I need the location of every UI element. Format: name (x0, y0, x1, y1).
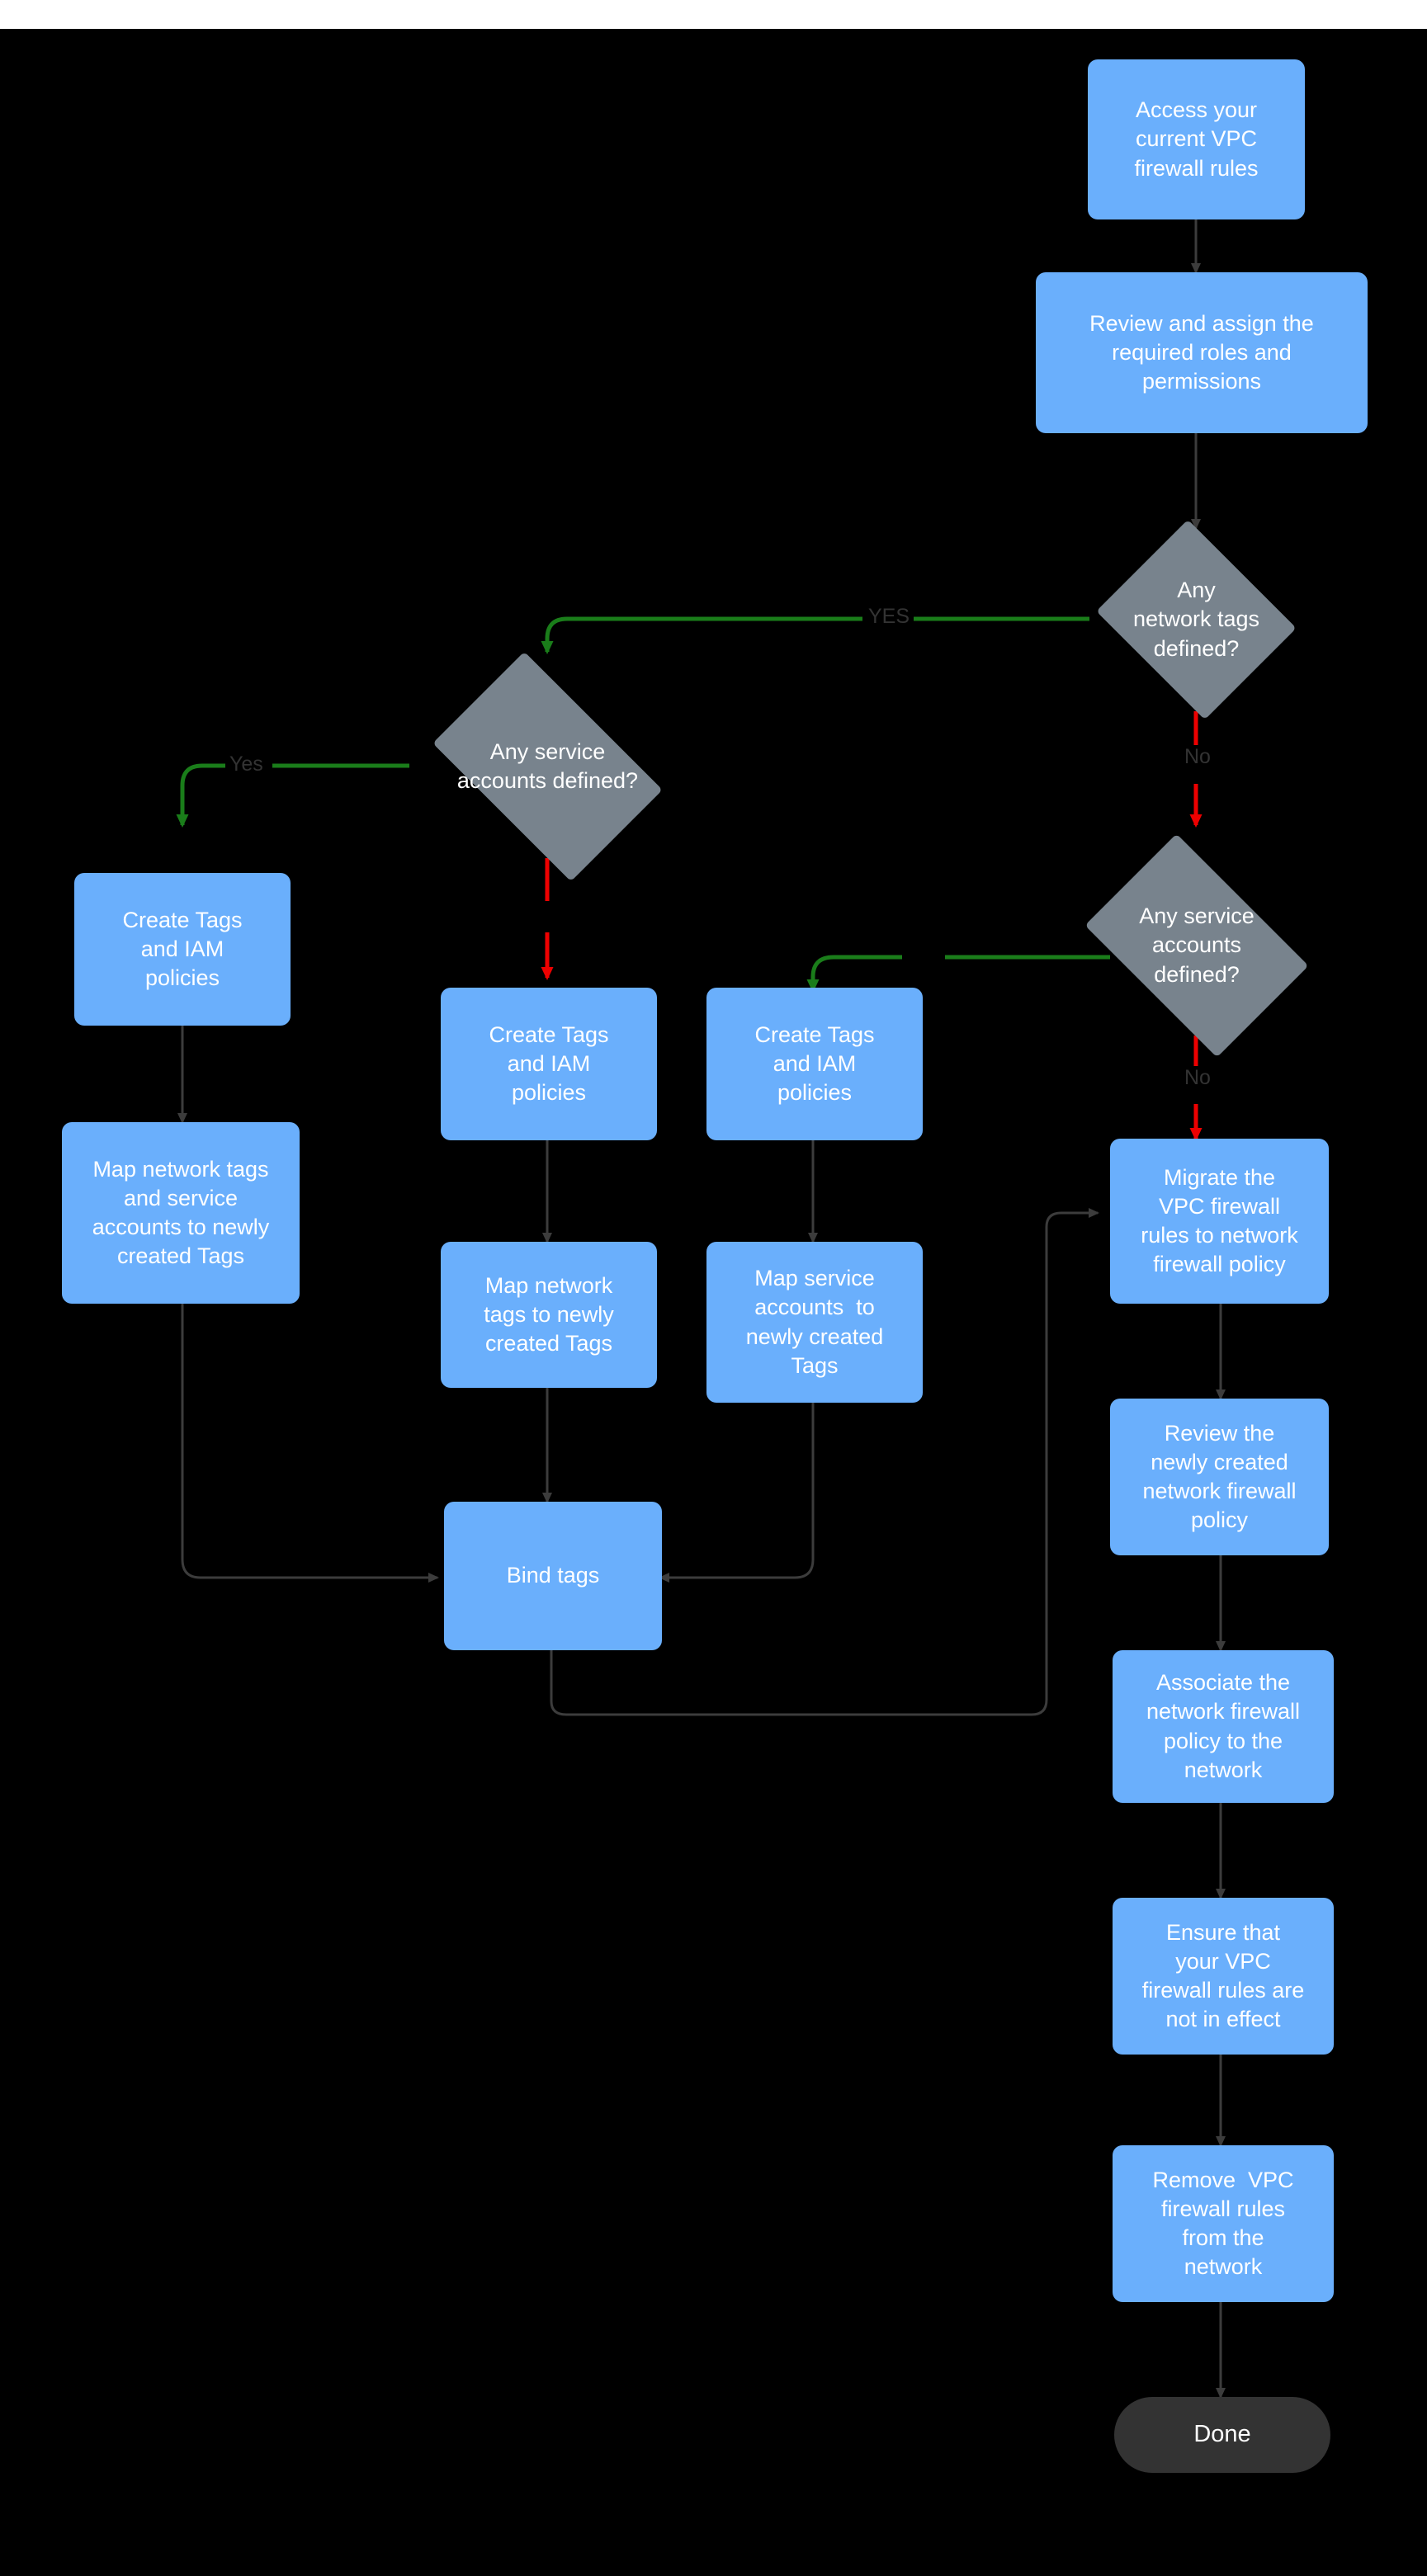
node-any-network-tags-defined[interactable]: Any network tags defined? (1088, 519, 1305, 720)
edge-label-yes-service-accounts-left: Yes (225, 753, 267, 776)
node-associate-policy-to-network[interactable]: Associate the network firewall policy to… (1113, 1650, 1334, 1803)
node-map-tags-and-service-accounts[interactable]: Map network tags and service accounts to… (62, 1122, 300, 1304)
edge-group-default (177, 219, 1226, 2399)
node-done[interactable]: Done (1114, 2397, 1330, 2473)
node-any-service-accounts-defined-right[interactable]: Any service accounts defined? (1065, 833, 1329, 1058)
node-label: Any network tags defined? (1132, 578, 1260, 661)
edge-group-yes (176, 616, 1110, 993)
node-any-service-accounts-defined-left[interactable]: Any service accounts defined? (409, 651, 686, 882)
node-create-tags-iam-policies-middle[interactable]: Create Tags and IAM policies (441, 988, 657, 1140)
node-map-service-accounts[interactable]: Map service accounts to newly created Ta… (706, 1242, 923, 1403)
edge-label-yes-network-tags: YES (864, 605, 914, 629)
edge-group-no (541, 711, 1203, 1141)
node-remove-vpc-rules[interactable]: Remove VPC firewall rules from the netwo… (1113, 2145, 1334, 2302)
node-create-tags-iam-policies-left[interactable]: Create Tags and IAM policies (74, 873, 291, 1026)
node-create-tags-iam-policies-right[interactable]: Create Tags and IAM policies (706, 988, 923, 1140)
node-access-vpc-firewall-rules[interactable]: Access your current VPC firewall rules (1088, 59, 1305, 219)
node-migrate-vpc-rules[interactable]: Migrate the VPC firewall rules to networ… (1110, 1139, 1329, 1304)
edge-label-no-service-accounts-right: No (1180, 1066, 1215, 1090)
edge-label-no-network-tags: No (1180, 745, 1215, 769)
node-label: Any service accounts defined? (1139, 903, 1255, 987)
node-ensure-rules-not-in-effect[interactable]: Ensure that your VPC firewall rules are … (1113, 1898, 1334, 2055)
node-map-network-tags[interactable]: Map network tags to newly created Tags (441, 1242, 657, 1388)
node-bind-tags[interactable]: Bind tags (444, 1502, 662, 1650)
node-review-assign-roles[interactable]: Review and assign the required roles and… (1036, 272, 1368, 433)
node-label: Any service accounts defined? (456, 738, 639, 793)
page-top-margin (0, 0, 1427, 29)
node-review-new-policy[interactable]: Review the newly created network firewal… (1110, 1399, 1329, 1555)
